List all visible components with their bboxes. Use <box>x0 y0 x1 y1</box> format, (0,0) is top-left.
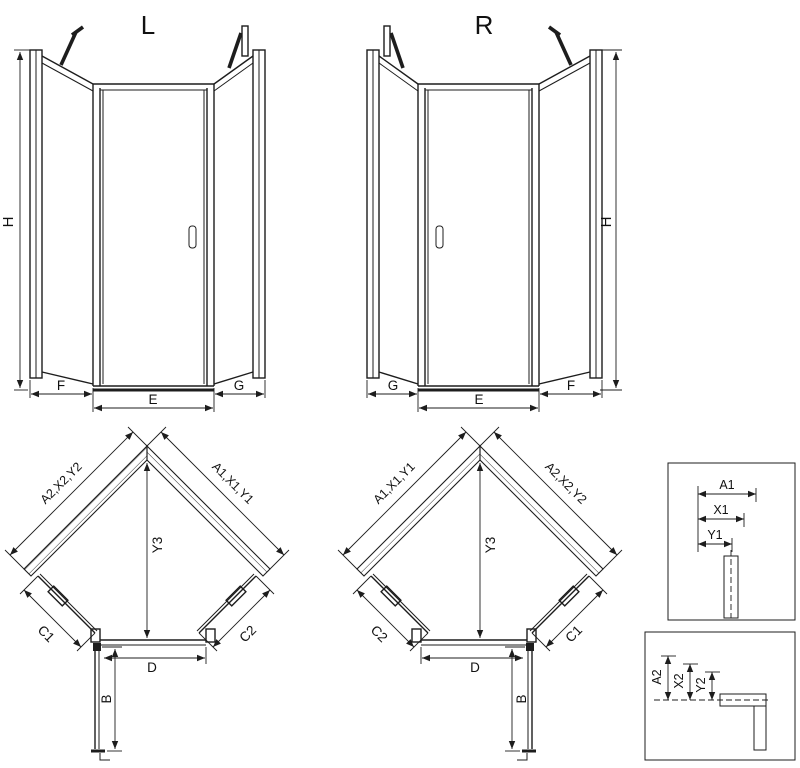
dimension-d: D <box>420 647 523 675</box>
dimension-f: F <box>540 378 603 398</box>
dim-label-a1: A1 <box>719 478 734 492</box>
dim-label-c1: C1 <box>562 622 585 645</box>
door-handle <box>517 753 528 761</box>
dim-label-c2: C2 <box>236 622 259 645</box>
dim-label-left-diagonal: A2,X2,Y2 <box>38 460 85 507</box>
dimension-d: D <box>104 647 207 675</box>
detail-bottom-profile: A2 X2 Y2 <box>644 631 796 761</box>
door-handle <box>188 225 197 249</box>
dim-label-d: D <box>147 660 157 675</box>
front-elevation-left: L <box>0 10 266 412</box>
dim-label-e: E <box>474 392 483 407</box>
dimension-left-diagonal: A1,X1,Y1 <box>337 426 481 570</box>
door-frame <box>92 83 215 392</box>
dim-label-f: F <box>57 378 65 393</box>
variant-title-right: R <box>475 10 494 40</box>
dimension-y3: Y3 <box>476 463 498 638</box>
dim-label-h: H <box>0 217 17 228</box>
dim-label-g: G <box>388 378 399 393</box>
dimension-c2: C2 <box>352 575 429 652</box>
dimension-g: G <box>366 378 419 412</box>
door-frame <box>417 83 540 392</box>
hinge-marker <box>93 643 101 651</box>
detail-box-frame <box>667 462 796 621</box>
dimension-e: E <box>94 392 213 412</box>
dim-label-b: B <box>514 694 529 703</box>
wall-profiles <box>366 49 603 379</box>
dim-label-f: F <box>567 378 575 393</box>
left-glass-panel <box>41 55 94 385</box>
dimension-g: G <box>213 378 266 412</box>
dim-label-x1: X1 <box>713 503 728 517</box>
dim-label-y3: Y3 <box>150 537 165 554</box>
dim-label-x2: X2 <box>672 673 686 688</box>
door-handle <box>99 753 110 761</box>
dimension-e: E <box>419 388 540 412</box>
support-brackets <box>59 25 249 69</box>
dim-label-y3: Y3 <box>483 537 498 554</box>
dim-label-y2: Y2 <box>694 677 708 692</box>
plan-view-left: A2,X2,Y2 A1,X1,Y1 Y3 C1 C2 D <box>4 426 290 761</box>
detail-top-profile: A1 X1 Y1 <box>667 462 796 621</box>
support-brackets <box>383 25 573 69</box>
dimension-h-left: H <box>0 49 30 391</box>
dimension-left-diagonal: A2,X2,Y2 <box>4 426 148 570</box>
wall-profiles <box>29 49 266 379</box>
dim-label-h: H <box>598 217 615 228</box>
dimension-c1: C1 <box>531 575 608 652</box>
bottom-rail-vertical <box>753 705 767 751</box>
right-glass-panel <box>538 55 591 385</box>
dim-label-c2: C2 <box>368 622 391 645</box>
wall-right <box>146 444 271 577</box>
detail-box-frame <box>644 631 796 761</box>
dimension-c2: C2 <box>198 575 275 652</box>
dimension-right-diagonal: A1,X1,Y1 <box>146 426 290 570</box>
dimension-right-diagonal: A2,X2,Y2 <box>479 426 623 570</box>
dim-label-e: E <box>148 392 157 407</box>
door-handle <box>435 225 444 249</box>
right-glass-panel <box>213 55 254 385</box>
front-elevation-right: R <box>366 10 622 412</box>
dim-label-c1: C1 <box>35 622 58 645</box>
dim-label-a2: A2 <box>650 669 664 684</box>
dimension-y3: Y3 <box>143 463 165 638</box>
dimension-h-right: H <box>598 49 622 391</box>
dim-label-d: D <box>470 660 480 675</box>
front-section <box>411 628 537 761</box>
dim-label-right-diagonal: A1,X1,Y1 <box>209 460 256 507</box>
dimension-c1: C1 <box>19 575 96 652</box>
dimension-b: B <box>505 646 529 752</box>
dim-label-b: B <box>99 694 114 703</box>
wall-left <box>356 444 481 577</box>
variant-title-left: L <box>141 10 155 40</box>
bottom-rail-section <box>719 693 767 707</box>
wall-left <box>23 444 148 577</box>
dimension-f: F <box>29 378 94 412</box>
dim-label-right-diagonal: A2,X2,Y2 <box>542 460 589 507</box>
dimension-b: B <box>99 646 122 752</box>
dim-label-g: G <box>234 378 245 393</box>
left-glass-panel <box>378 55 419 385</box>
dim-label-y1: Y1 <box>707 528 722 542</box>
plan-view-right: A1,X1,Y1 A2,X2,Y2 Y3 C2 C1 D <box>337 426 623 761</box>
dim-label-left-diagonal: A1,X1,Y1 <box>371 460 418 507</box>
hinge-marker <box>526 643 534 651</box>
wall-right <box>479 444 604 577</box>
